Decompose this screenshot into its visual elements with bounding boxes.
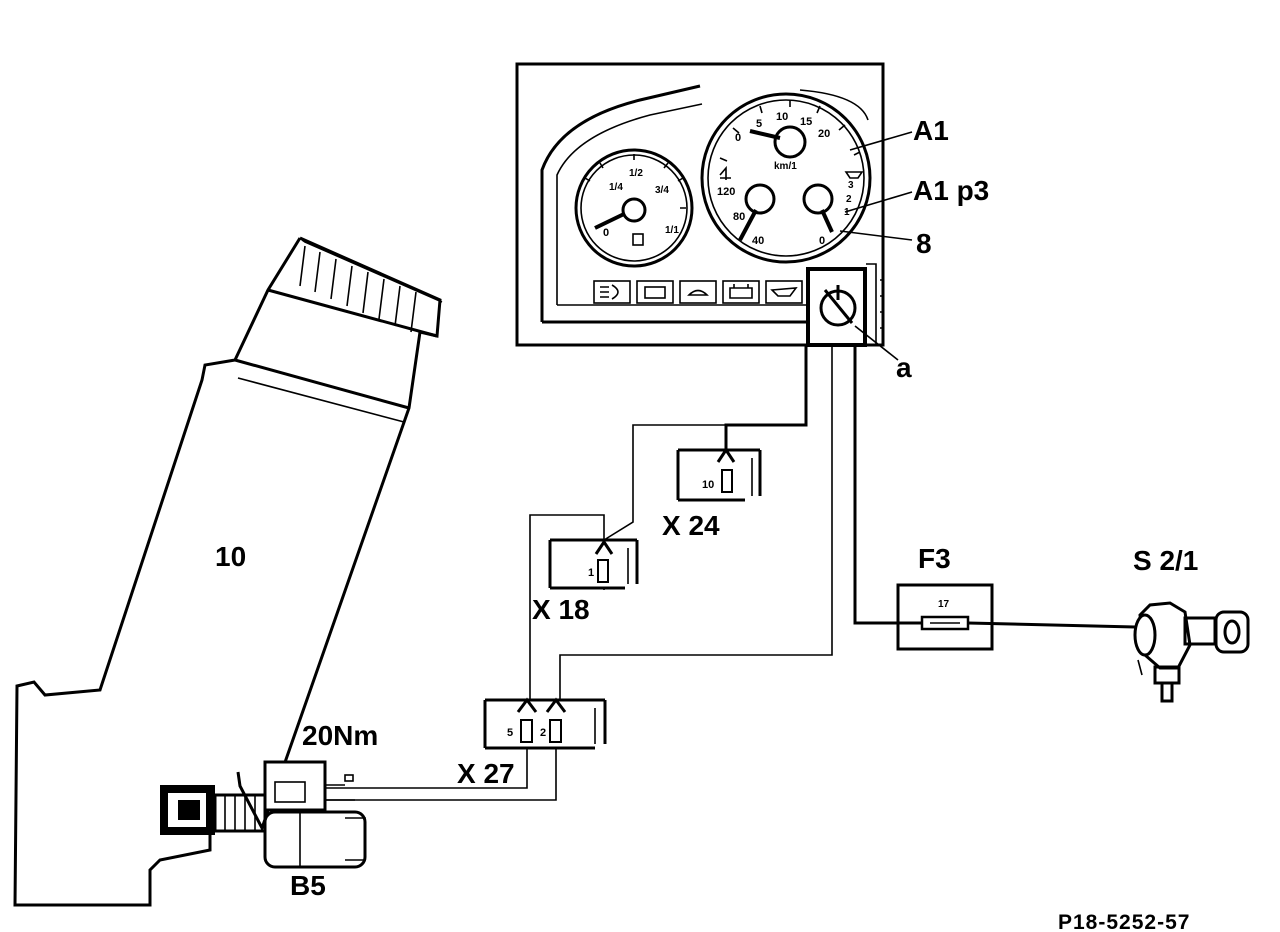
speedo-tick-5: 5 [756, 118, 762, 130]
speedo-unit: km/1 [774, 161, 797, 172]
warning-lamp-row [593, 280, 803, 304]
fuel-gauge: 0 1/4 1/2 3/4 1/1 [574, 148, 694, 268]
ignition-switch-s2-1 [1133, 601, 1250, 703]
label-b5: B5 [290, 870, 326, 901]
cluster-plug-module [806, 263, 884, 347]
speedo-tick-10: 10 [776, 111, 788, 123]
instrument-housing-10 [13, 236, 443, 907]
connector-x27: 5 2 [483, 697, 607, 750]
fuel-tick-three-quarter: 3/4 [655, 185, 669, 196]
coolant-icon [679, 280, 717, 304]
fuse-f3: 17 [896, 583, 994, 651]
x24-pin-label: 10 [702, 479, 714, 491]
battery-icon [636, 280, 674, 304]
oil-tick-2: 2 [846, 194, 852, 205]
x27-pin-right-label: 2 [540, 727, 546, 739]
fuse-number: 17 [938, 599, 950, 610]
oilcan-small-icon [844, 171, 864, 179]
temp-tick-120: 120 [717, 186, 735, 198]
brake-icon [722, 280, 760, 304]
temp-tick-40: 40 [752, 235, 764, 247]
label-f3: F3 [918, 543, 951, 574]
x18-pin-label: 1 [588, 567, 594, 579]
fuel-pump-icon [632, 233, 644, 246]
oil-icon [765, 280, 803, 304]
x27-pin-left-label: 5 [507, 727, 513, 739]
label-10: 10 [215, 541, 246, 572]
oil-tick-0: 0 [819, 235, 825, 247]
connector-x18: 1 [548, 538, 639, 590]
thermometer-icon [719, 165, 731, 180]
label-a1-p3: A1 p3 [913, 175, 989, 206]
sensor-b5 [160, 760, 367, 869]
speedo-tick-15: 15 [800, 116, 812, 128]
instrument-cluster: 0 1/4 1/2 3/4 1/1 0 5 10 15 20 km/1 120 … [515, 62, 885, 347]
fuel-tick-half: 1/2 [629, 168, 643, 179]
label-x24: X 24 [662, 510, 720, 541]
connector-x24: 10 [676, 447, 762, 502]
label-a1: A1 [913, 115, 949, 146]
speedo-tick-0: 0 [735, 132, 741, 144]
label-x27: X 27 [457, 758, 515, 789]
label-s2-1: S 2/1 [1133, 545, 1198, 576]
speedometer-gauge: 0 5 10 15 20 km/1 120 80 40 3 2 1 0 [700, 92, 872, 264]
fuel-tick-quarter: 1/4 [609, 182, 623, 193]
speedo-tick-20: 20 [818, 128, 830, 140]
label-x18: X 18 [532, 594, 590, 625]
wiring [325, 345, 1136, 801]
fuel-tick-0: 0 [603, 227, 609, 239]
label-8: 8 [916, 228, 932, 259]
label-a: a [896, 352, 912, 383]
temp-tick-80: 80 [733, 211, 745, 223]
label-torque: 20Nm [302, 720, 378, 751]
fuel-tick-full: 1/1 [665, 225, 679, 236]
figure-code: P18-5252-57 [1058, 911, 1190, 932]
headlight-icon [593, 280, 631, 304]
oil-tick-1: 1 [844, 207, 850, 218]
oil-tick-3: 3 [848, 180, 854, 191]
